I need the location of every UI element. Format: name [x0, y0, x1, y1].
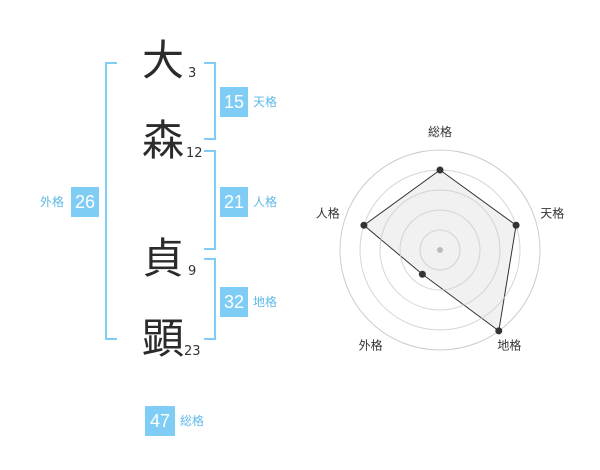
soukaku-label: 総格 — [180, 414, 205, 428]
radar-ring-overlay-1 — [419, 229, 461, 271]
radar-ring-overlay-3 — [379, 189, 501, 311]
radar-point-2 — [512, 221, 520, 229]
gaikaku-value: 26 — [71, 187, 99, 217]
chikaku-value: 32 — [220, 287, 248, 317]
chikaku-bracket — [204, 258, 216, 340]
jinkaku-bracket — [204, 150, 216, 250]
tenkaku-bracket — [204, 62, 216, 140]
name-char-4: 顕 — [142, 314, 185, 363]
tenkaku-value: 15 — [220, 87, 248, 117]
radar-axis-label-3: 地格 — [497, 337, 521, 352]
name-char-2-strokes: 12 — [186, 146, 203, 161]
radar-point-3 — [495, 327, 503, 335]
name-char-3: 貞 — [142, 234, 185, 283]
radar-point-1 — [436, 166, 444, 174]
jinkaku-label: 人格 — [253, 195, 278, 209]
radar-center-point — [437, 247, 443, 253]
chikaku-label: 地格 — [253, 295, 278, 309]
radar-ring-overlay-2 — [399, 209, 481, 291]
soukaku-value: 47 — [145, 406, 175, 436]
name-char-3-strokes: 9 — [188, 264, 197, 279]
radar-axis-label-1: 総格 — [428, 124, 452, 139]
radar-axis-label-2: 天格 — [540, 206, 564, 221]
name-char-1: 大 — [142, 36, 185, 85]
gaikaku-bracket — [105, 62, 117, 340]
radar-point-5 — [360, 221, 368, 229]
name-char-1-strokes: 3 — [188, 66, 197, 81]
jinkaku-value: 21 — [220, 187, 248, 217]
name-char-4-strokes: 23 — [184, 344, 201, 359]
radar-axis-label-5: 人格 — [316, 206, 340, 221]
radar-axis-label-4: 外格 — [359, 337, 383, 352]
tenkaku-label: 天格 — [253, 95, 278, 109]
gaikaku-label: 外格 — [40, 195, 65, 209]
radar-point-4 — [418, 270, 426, 278]
name-char-2: 森 — [142, 116, 185, 165]
